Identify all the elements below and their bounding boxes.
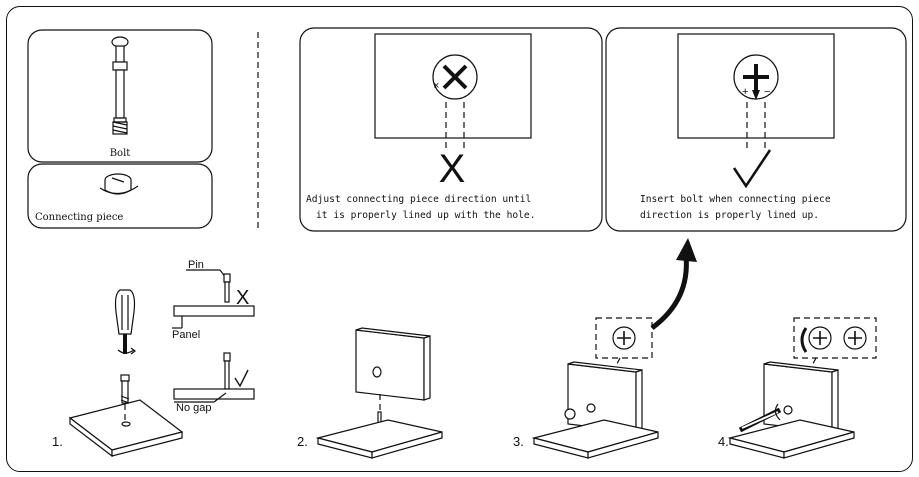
minus-sign: − bbox=[764, 86, 770, 98]
no-gap-label: No gap bbox=[176, 402, 211, 414]
bolt-box: Bolt bbox=[27, 29, 213, 163]
cam-rotated-icon bbox=[848, 331, 862, 345]
curved-arrow-icon bbox=[650, 255, 689, 331]
correct-orientation-panel: + − Insert bolt when connecting piece di… bbox=[605, 27, 907, 232]
bolt-icon bbox=[111, 36, 129, 135]
right-caption-line2: direction is properly lined up. bbox=[640, 210, 819, 221]
wrong-caption-line1: Adjust connecting piece direction until bbox=[306, 194, 531, 205]
rotation-arrow-icon bbox=[800, 327, 808, 353]
cam-plus-icon bbox=[617, 331, 631, 345]
aligned-cam-icon bbox=[743, 64, 769, 90]
detail-callout-box bbox=[793, 317, 877, 359]
wrong-caption-line2: it is properly lined up with the hole. bbox=[316, 210, 536, 221]
connecting-piece-label: Connecting piece bbox=[35, 212, 123, 223]
step-4-number: 4. bbox=[718, 434, 729, 449]
right-mark-icon bbox=[732, 149, 772, 189]
step-1-number: 1. bbox=[52, 434, 63, 449]
pin-label: Pin bbox=[188, 259, 204, 271]
pin-right-mark-icon bbox=[234, 369, 249, 388]
plus-sign: + bbox=[742, 86, 748, 98]
pin-wrong-mark: X bbox=[236, 287, 249, 309]
screwdriver-icon bbox=[114, 289, 136, 355]
instruction-frame bbox=[6, 6, 913, 472]
step-4: 4. bbox=[718, 317, 877, 459]
cam-lock-icon bbox=[564, 408, 576, 420]
detail-callout-box bbox=[595, 317, 653, 359]
right-caption-line1: Insert bolt when connecting piece bbox=[640, 194, 831, 205]
cross-sign: × bbox=[433, 80, 439, 92]
panel-label: Panel bbox=[172, 329, 200, 341]
step-3-number: 3. bbox=[513, 434, 524, 449]
cam-lock-icon bbox=[99, 173, 139, 195]
wrong-mark: X bbox=[439, 147, 466, 191]
connecting-piece-box: Connecting piece bbox=[27, 163, 213, 229]
wrong-orientation-panel: × X Adjust connecting piece direction un… bbox=[299, 27, 603, 232]
step-2: 2. bbox=[297, 327, 443, 459]
misaligned-cam-icon bbox=[442, 64, 468, 90]
step-2-number: 2. bbox=[297, 434, 308, 449]
hole-circle bbox=[432, 54, 478, 100]
step-3: 3. bbox=[513, 238, 697, 459]
bolt-label: Bolt bbox=[110, 148, 131, 159]
step-1: 1. Pin X Panel bbox=[52, 259, 255, 458]
